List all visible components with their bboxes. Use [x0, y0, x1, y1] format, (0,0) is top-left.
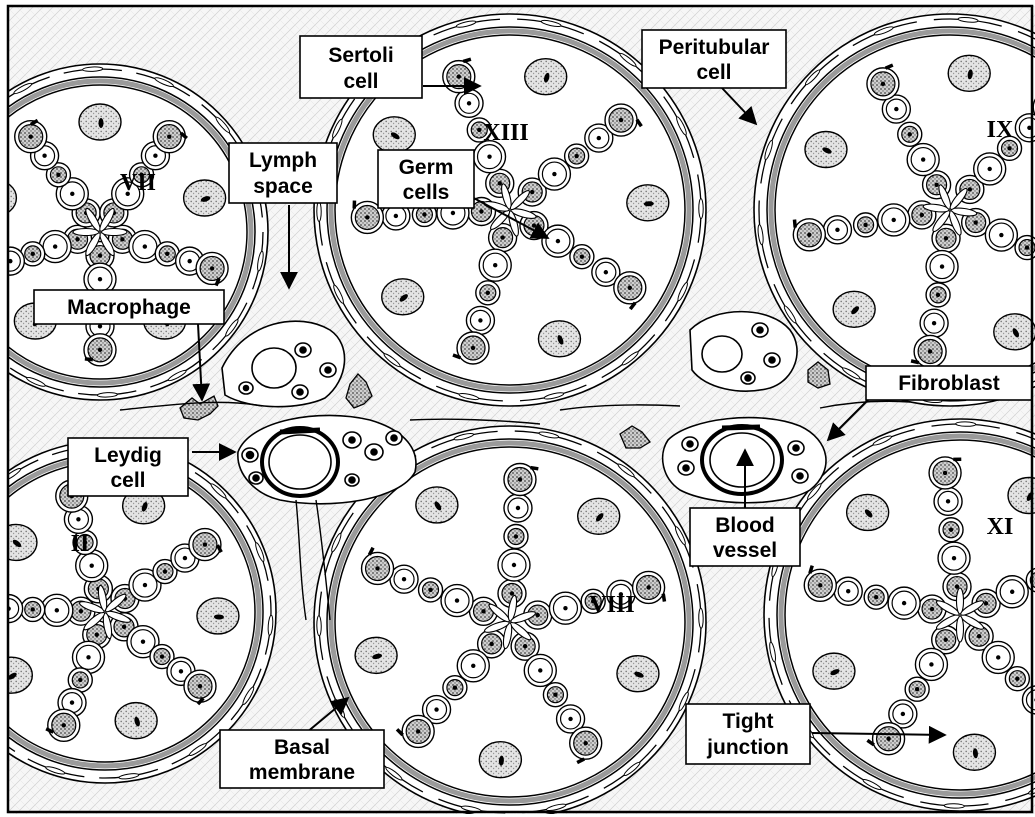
callout-tight-junction: Tight junction [686, 704, 810, 764]
stage-label-top-left: VII [120, 170, 156, 196]
callout-blood-vessel-line2: vessel [713, 539, 777, 562]
callout-leydig-line1: Leydig [94, 444, 162, 467]
callout-fibroblast: Fibroblast [866, 366, 1032, 400]
callout-blood-vessel: Blood vessel [690, 508, 800, 566]
callout-peritubular-line2: cell [696, 61, 731, 84]
callout-macrophage-line1: Macrophage [67, 296, 191, 319]
callout-germ-line2: cells [403, 181, 450, 204]
stage-label-top-right: IX [987, 117, 1014, 143]
callout-germ-line1: Germ [399, 156, 454, 179]
callout-leydig: Leydig cell [68, 438, 188, 496]
callout-macrophage: Macrophage [34, 290, 224, 324]
callout-basal-membrane-line1: Basal [274, 736, 330, 759]
stage-label-bottom-left: II [71, 531, 90, 557]
callout-peritubular: Peritubular cell [642, 30, 786, 88]
callout-lymph-line1: Lymph [249, 149, 317, 172]
callout-lymph: Lymph space [229, 143, 337, 203]
callout-peritubular-line1: Peritubular [659, 36, 770, 59]
callout-basal-membrane: Basal membrane [220, 730, 384, 788]
callout-germ: Germ cells [378, 150, 474, 208]
callout-sertoli: Sertoli cell [300, 36, 422, 98]
callout-leydig-line2: cell [110, 469, 145, 492]
callout-blood-vessel-line1: Blood [715, 514, 774, 537]
callout-sertoli-line1: Sertoli [328, 44, 393, 67]
blood-vessel-left [238, 415, 416, 503]
callout-fibroblast-line1: Fibroblast [898, 372, 1000, 395]
callout-basal-membrane-line2: membrane [249, 761, 355, 784]
callout-lymph-line2: space [253, 175, 313, 198]
stage-label-bottom-right: XI [987, 514, 1014, 540]
stage-label-bottom-middle: VIII [589, 592, 634, 618]
stage-label-top-middle: XIII [483, 120, 528, 146]
callout-tight-junction-line2: junction [706, 736, 789, 759]
callout-tight-junction-line1: Tight [723, 710, 774, 733]
leydig-cluster-right [690, 312, 797, 391]
callout-sertoli-line2: cell [343, 70, 378, 93]
